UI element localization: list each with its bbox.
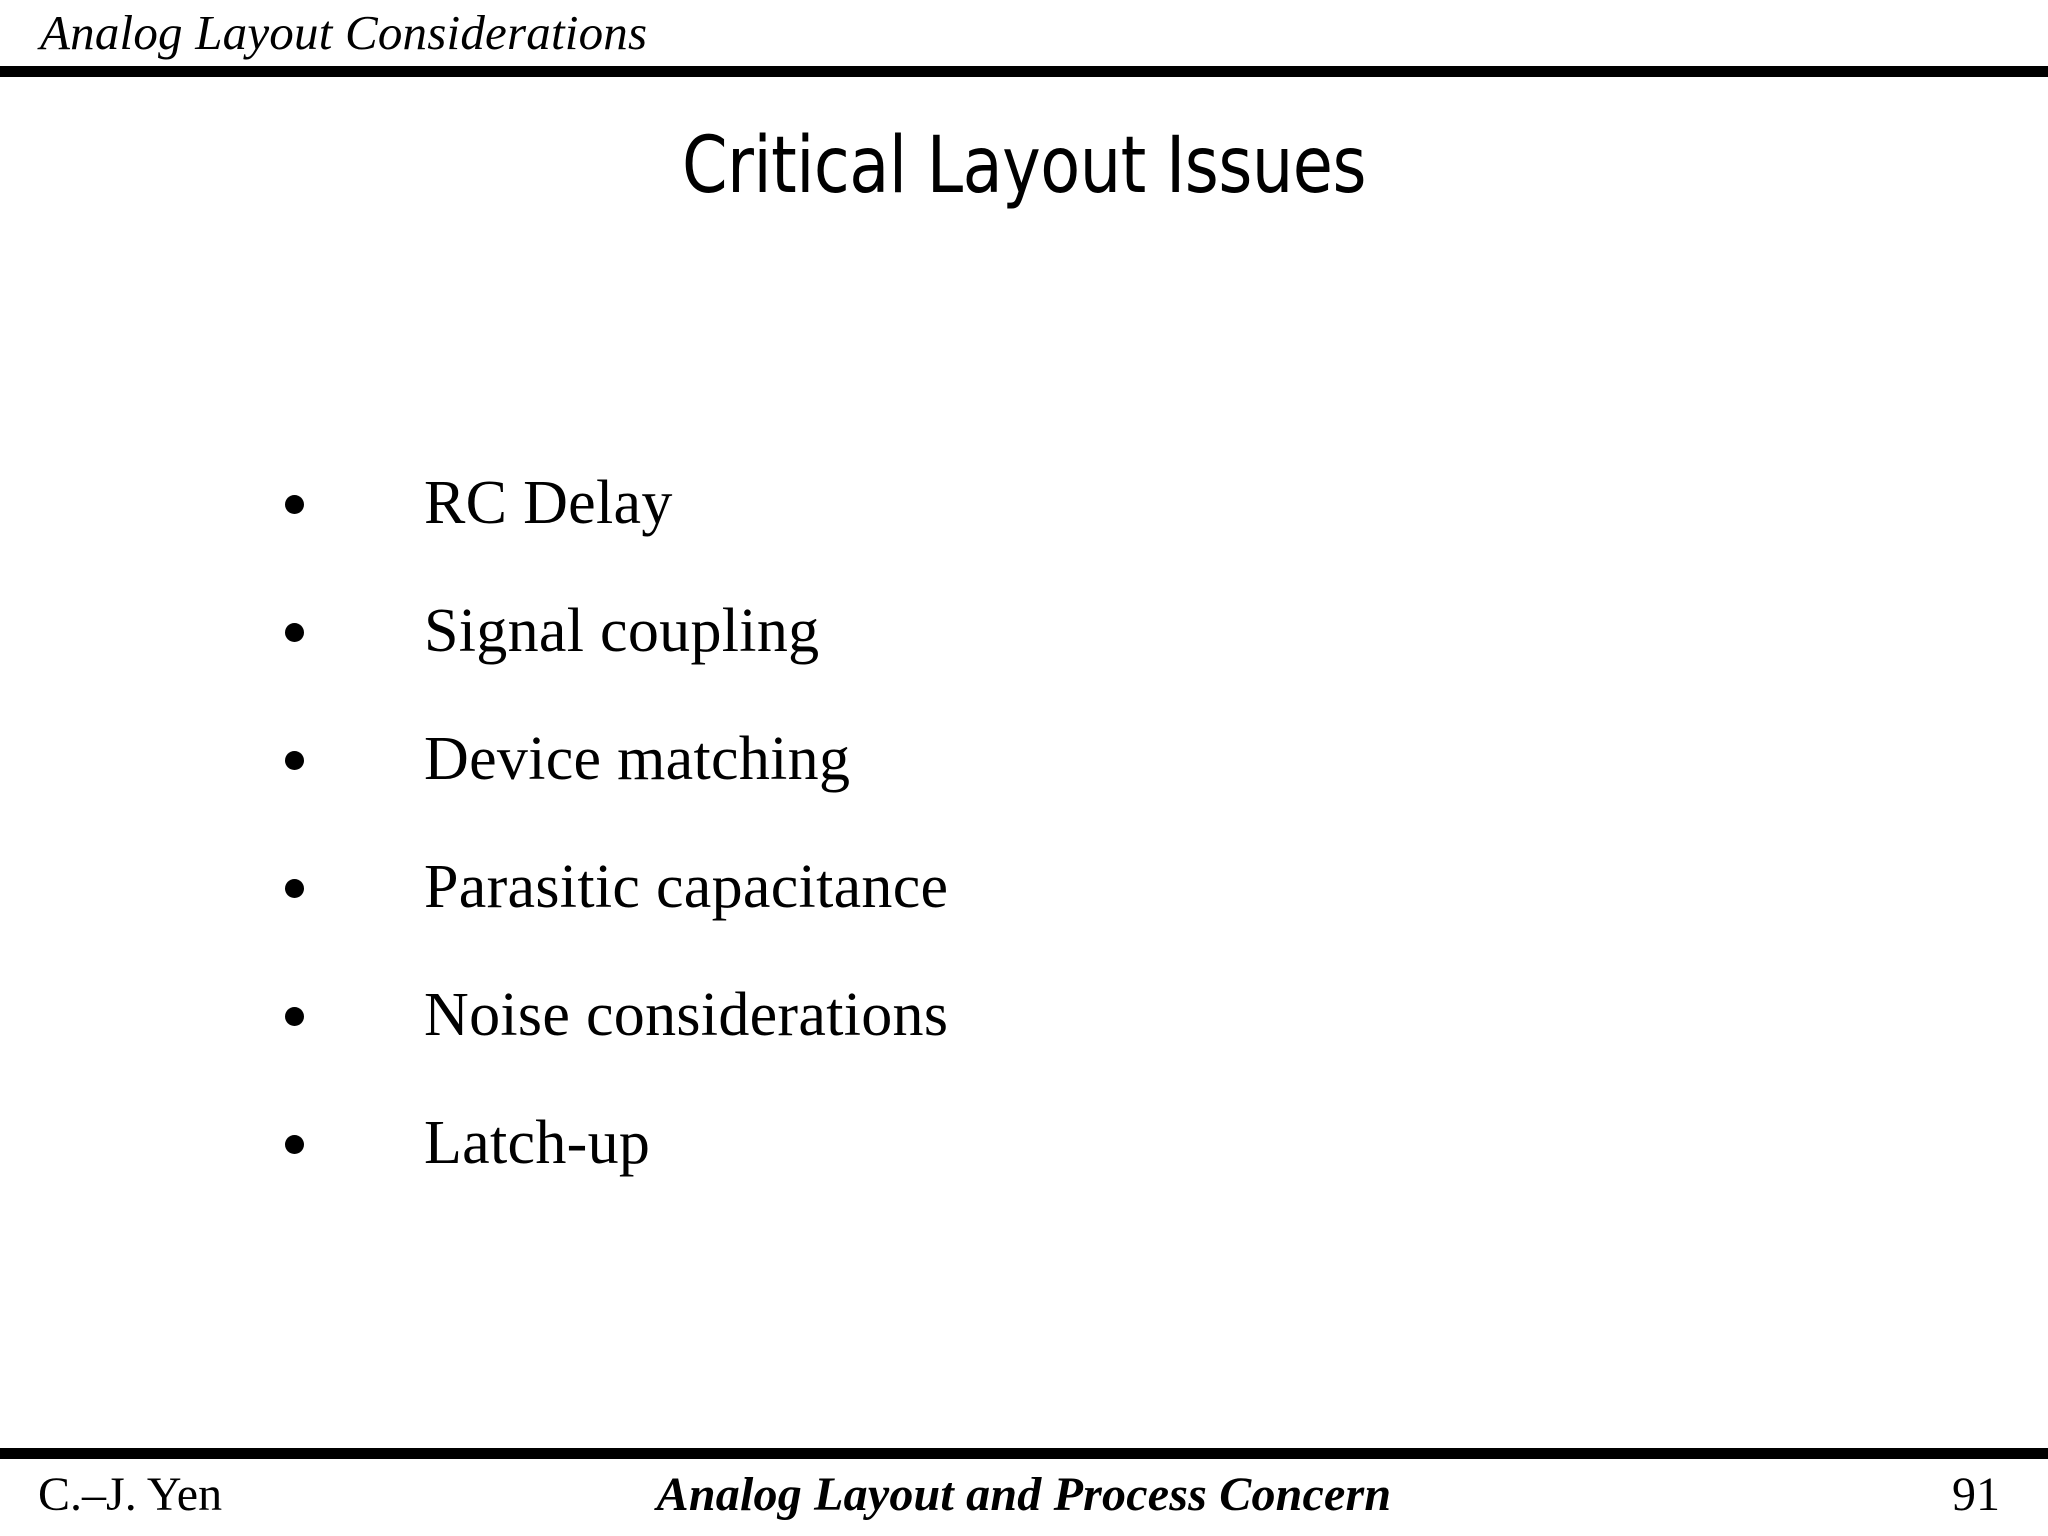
list-item-label: RC Delay [424, 469, 673, 537]
list-item-label: Parasitic capacitance [424, 853, 949, 921]
slide-footer: C.–J. Yen Analog Layout and Process Conc… [0, 1462, 2048, 1536]
header-divider-rule [0, 66, 2048, 77]
list-item: Signal coupling [0, 583, 2048, 711]
bullet-point-icon [285, 879, 304, 898]
bullet-list: RC Delay Signal coupling Device matching… [0, 455, 2048, 1223]
list-item-label: Device matching [424, 725, 851, 793]
footer-course-title: Analog Layout and Process Concern [656, 1468, 1392, 1521]
list-item: RC Delay [0, 455, 2048, 583]
footer-divider-rule [0, 1448, 2048, 1459]
footer-page-number: 91 [1952, 1468, 2000, 1521]
list-item-label: Noise considerations [424, 981, 949, 1049]
header-title: Analog Layout Considerations [40, 5, 648, 60]
page-title: Critical Layout Issues [681, 121, 1367, 211]
list-item-label: Latch-up [424, 1109, 651, 1177]
bullet-point-icon [285, 623, 304, 642]
list-item-label: Signal coupling [424, 597, 820, 665]
list-item: Device matching [0, 711, 2048, 839]
list-item: Noise considerations [0, 967, 2048, 1095]
bullet-point-icon [285, 1007, 304, 1026]
list-item: Parasitic capacitance [0, 839, 2048, 967]
slide-header: Analog Layout Considerations [0, 0, 2048, 88]
bullet-point-icon [285, 1135, 304, 1154]
bullet-point-icon [285, 751, 304, 770]
footer-author: C.–J. Yen [38, 1468, 223, 1521]
bullet-point-icon [285, 495, 304, 514]
list-item: Latch-up [0, 1095, 2048, 1223]
